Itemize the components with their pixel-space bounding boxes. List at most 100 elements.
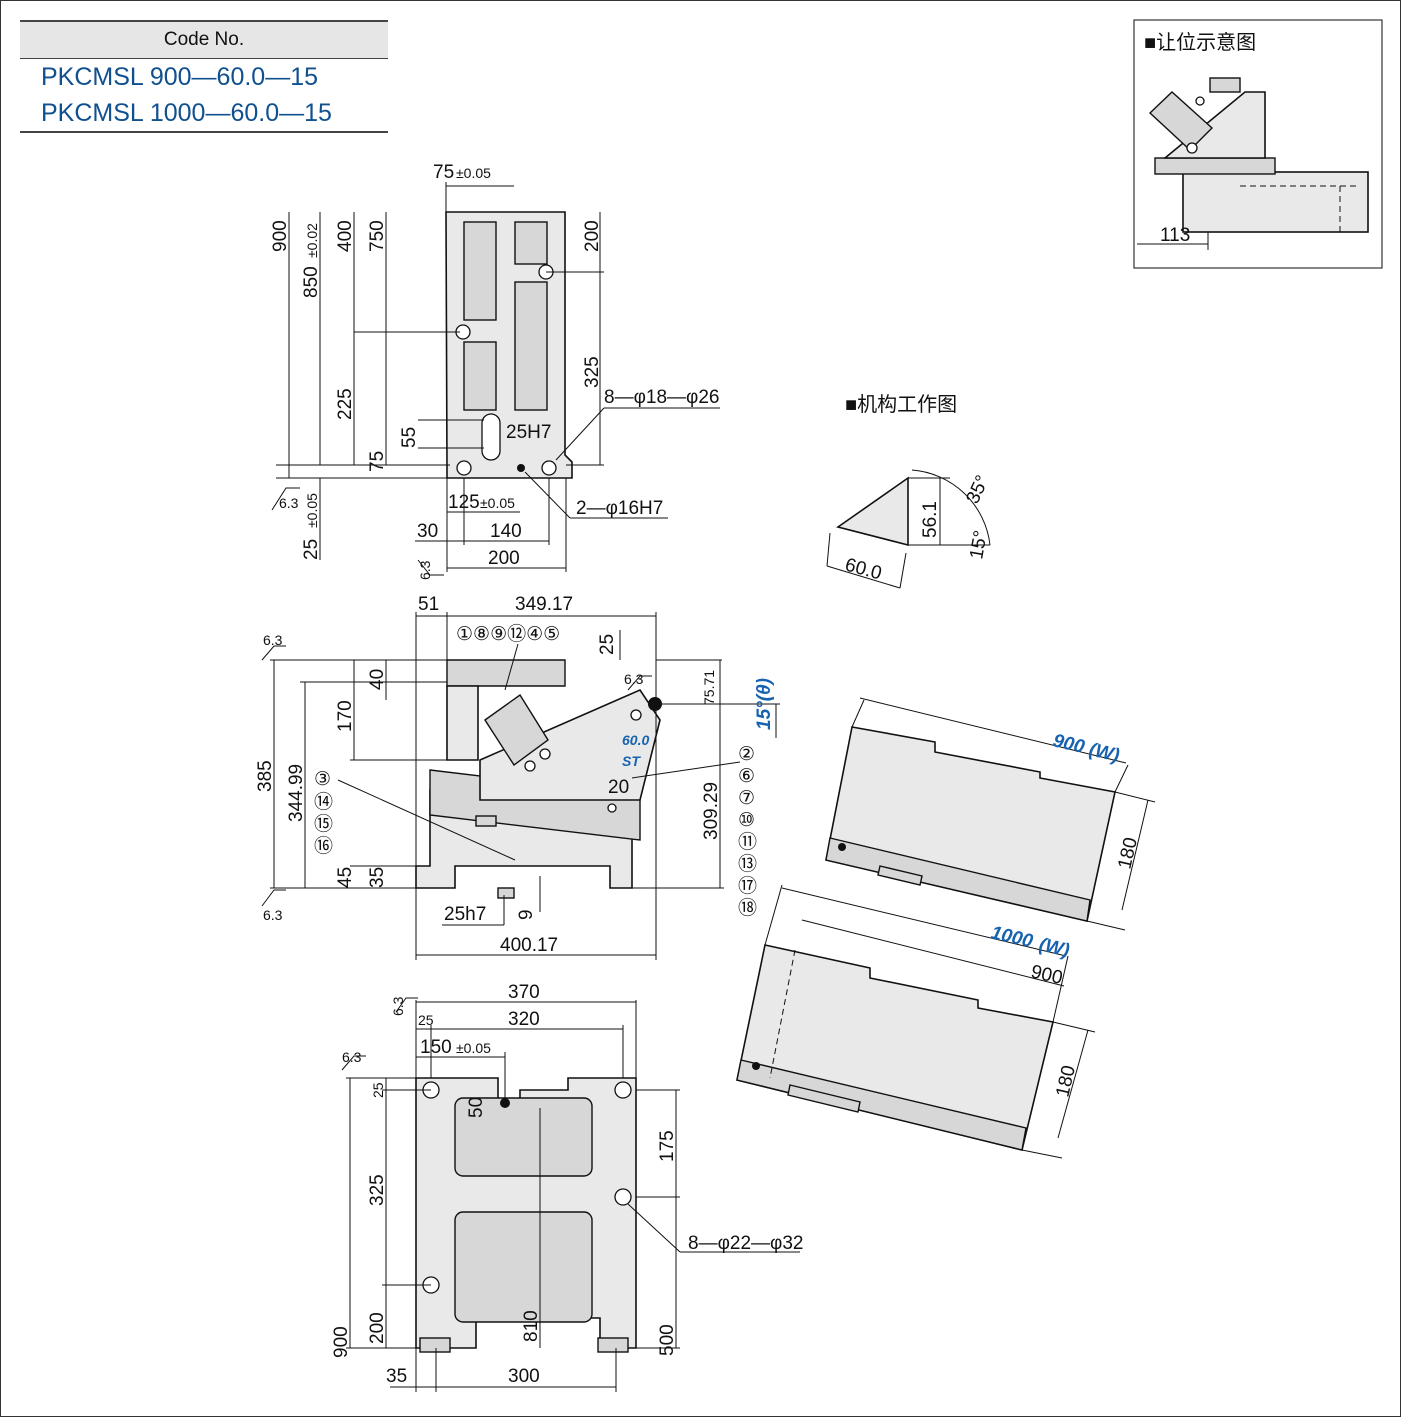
svg-text:6.3: 6.3 — [390, 996, 406, 1016]
svg-text:35: 35 — [367, 867, 388, 888]
svg-text:349.17: 349.17 — [515, 594, 573, 615]
inset-title: ■让位示意图 — [1144, 31, 1256, 54]
bottom-holes-callout: 8—φ22—φ32 — [688, 1233, 803, 1254]
svg-text:9: 9 — [516, 909, 537, 920]
svg-text:25: 25 — [597, 634, 618, 655]
side-left-part-list: ③ ⑭ ⑮ ⑯ — [314, 769, 333, 857]
svg-text:180: 180 — [1114, 836, 1142, 872]
svg-text:⑱: ⑱ — [738, 897, 757, 919]
mechanism-title: ■机构工作图 — [845, 393, 957, 416]
svg-text:⑥: ⑥ — [738, 766, 755, 787]
top-view: 75 ±0.05 900 850 ±0.02 400 750 225 75 55… — [270, 162, 720, 580]
svg-text:55: 55 — [399, 427, 420, 448]
svg-text:75: 75 — [367, 451, 388, 472]
svg-text:900: 900 — [331, 1326, 352, 1358]
svg-text:200: 200 — [488, 548, 520, 569]
svg-text:±0.05: ±0.05 — [456, 165, 491, 181]
svg-text:⑮: ⑮ — [314, 813, 333, 835]
svg-text:225: 225 — [335, 388, 356, 420]
svg-text:6.3: 6.3 — [263, 907, 283, 923]
svg-text:30: 30 — [417, 521, 438, 542]
svg-text:(W): (W) — [1037, 934, 1072, 961]
svg-text:400.17: 400.17 — [500, 935, 558, 956]
svg-text:2—φ16H7: 2—φ16H7 — [576, 498, 663, 519]
svg-text:900: 900 — [1029, 961, 1065, 989]
bottom-view: 370 25 320 150 ±0.05 50 6.3 6.3 25 325 2… — [331, 982, 803, 1392]
svg-text:150: 150 — [420, 1037, 452, 1058]
side-view-slider — [479, 688, 661, 801]
svg-text:385: 385 — [255, 760, 276, 792]
svg-text:810: 810 — [521, 1310, 542, 1342]
top-holes-callout: 8—φ18—φ26 — [604, 387, 719, 408]
svg-text:75.71: 75.71 — [701, 670, 717, 705]
svg-text:(W): (W) — [1087, 739, 1122, 766]
side-right-part-list: ② ⑥ ⑦ ⑩ ⑪ ⑬ ⑰ ⑱ — [738, 744, 757, 919]
inset-plate — [1182, 171, 1369, 233]
svg-text:⑭: ⑭ — [314, 791, 333, 813]
top-dim-75: 75 — [433, 162, 454, 183]
side-view: 51 349.17 ①⑧⑨⑫④⑤ 25 40 170 385 344.99 45… — [255, 594, 780, 960]
svg-text:180: 180 — [1052, 1064, 1080, 1100]
svg-text:140: 140 — [490, 521, 522, 542]
code-row-2: PKCMSL 1000—60.0—15 — [20, 95, 388, 133]
svg-text:6.3: 6.3 — [417, 560, 433, 580]
mech-height: 56.1 — [920, 501, 941, 538]
mechanism-wedge — [836, 476, 909, 547]
svg-text:±0.05: ±0.05 — [304, 493, 320, 528]
inset-clearance-diagram: ■让位示意图 113 — [1133, 19, 1383, 269]
mech-angle-top: 35° — [962, 472, 993, 507]
svg-text:1000: 1000 — [989, 922, 1035, 952]
svg-text:900: 900 — [1051, 730, 1087, 758]
svg-text:⑪: ⑪ — [738, 831, 757, 853]
svg-text:20: 20 — [608, 777, 629, 798]
svg-text:③: ③ — [314, 769, 331, 790]
svg-text:309.29: 309.29 — [701, 782, 722, 840]
svg-text:ST: ST — [622, 753, 641, 769]
plate-900: 900 (W) 180 — [825, 697, 1156, 931]
svg-text:325: 325 — [582, 356, 603, 388]
svg-text:400: 400 — [335, 220, 356, 252]
side-angle-label: 15°(θ) — [754, 678, 775, 730]
svg-text:6.3: 6.3 — [342, 1049, 362, 1065]
svg-text:6.3: 6.3 — [279, 495, 299, 511]
svg-text:25: 25 — [370, 1082, 386, 1098]
svg-text:25h7: 25h7 — [444, 904, 486, 925]
svg-text:⑯: ⑯ — [314, 835, 333, 857]
svg-text:45: 45 — [335, 867, 356, 888]
svg-text:±0.05: ±0.05 — [456, 1040, 491, 1056]
svg-text:325: 325 — [367, 1174, 388, 1206]
svg-text:51: 51 — [418, 594, 439, 615]
svg-text:500: 500 — [657, 1324, 678, 1356]
svg-text:±0.02: ±0.02 — [304, 223, 320, 258]
svg-text:50: 50 — [466, 1097, 487, 1118]
svg-text:200: 200 — [367, 1312, 388, 1344]
svg-text:300: 300 — [508, 1366, 540, 1387]
mechanism-diagram: ■机构工作图 60.0 56.1 35° 15° — [826, 393, 994, 589]
svg-text:±0.05: ±0.05 — [480, 495, 515, 511]
svg-text:⑩: ⑩ — [738, 810, 755, 831]
svg-text:6.3: 6.3 — [624, 671, 644, 687]
mech-angle-bottom: 15° — [966, 529, 992, 561]
svg-text:25: 25 — [301, 539, 322, 560]
svg-text:⑰: ⑰ — [738, 875, 757, 897]
svg-text:175: 175 — [657, 1130, 678, 1162]
svg-text:35: 35 — [386, 1366, 407, 1387]
svg-text:344.99: 344.99 — [286, 764, 307, 822]
inset-dim-113: 113 — [1160, 225, 1190, 246]
svg-text:25: 25 — [418, 1012, 434, 1028]
svg-text:750: 750 — [367, 220, 388, 252]
svg-text:⑬: ⑬ — [738, 853, 757, 875]
code-number-table: Code No. PKCMSL 900—60.0—15 PKCMSL 1000—… — [20, 20, 388, 133]
plate-1000: 1000 (W) 900 180 — [736, 884, 1096, 1159]
svg-text:⑦: ⑦ — [738, 788, 755, 809]
top-dim-900: 900 — [270, 220, 291, 252]
svg-text:170: 170 — [335, 700, 356, 732]
svg-text:6.3: 6.3 — [263, 632, 283, 648]
mech-stroke: 60.0 — [843, 555, 884, 585]
svg-text:370: 370 — [508, 982, 540, 1003]
svg-text:25H7: 25H7 — [506, 422, 551, 443]
svg-text:40: 40 — [367, 669, 388, 690]
code-row-1: PKCMSL 900—60.0—15 — [41, 63, 319, 91]
code-table-header: Code No. — [20, 20, 388, 59]
